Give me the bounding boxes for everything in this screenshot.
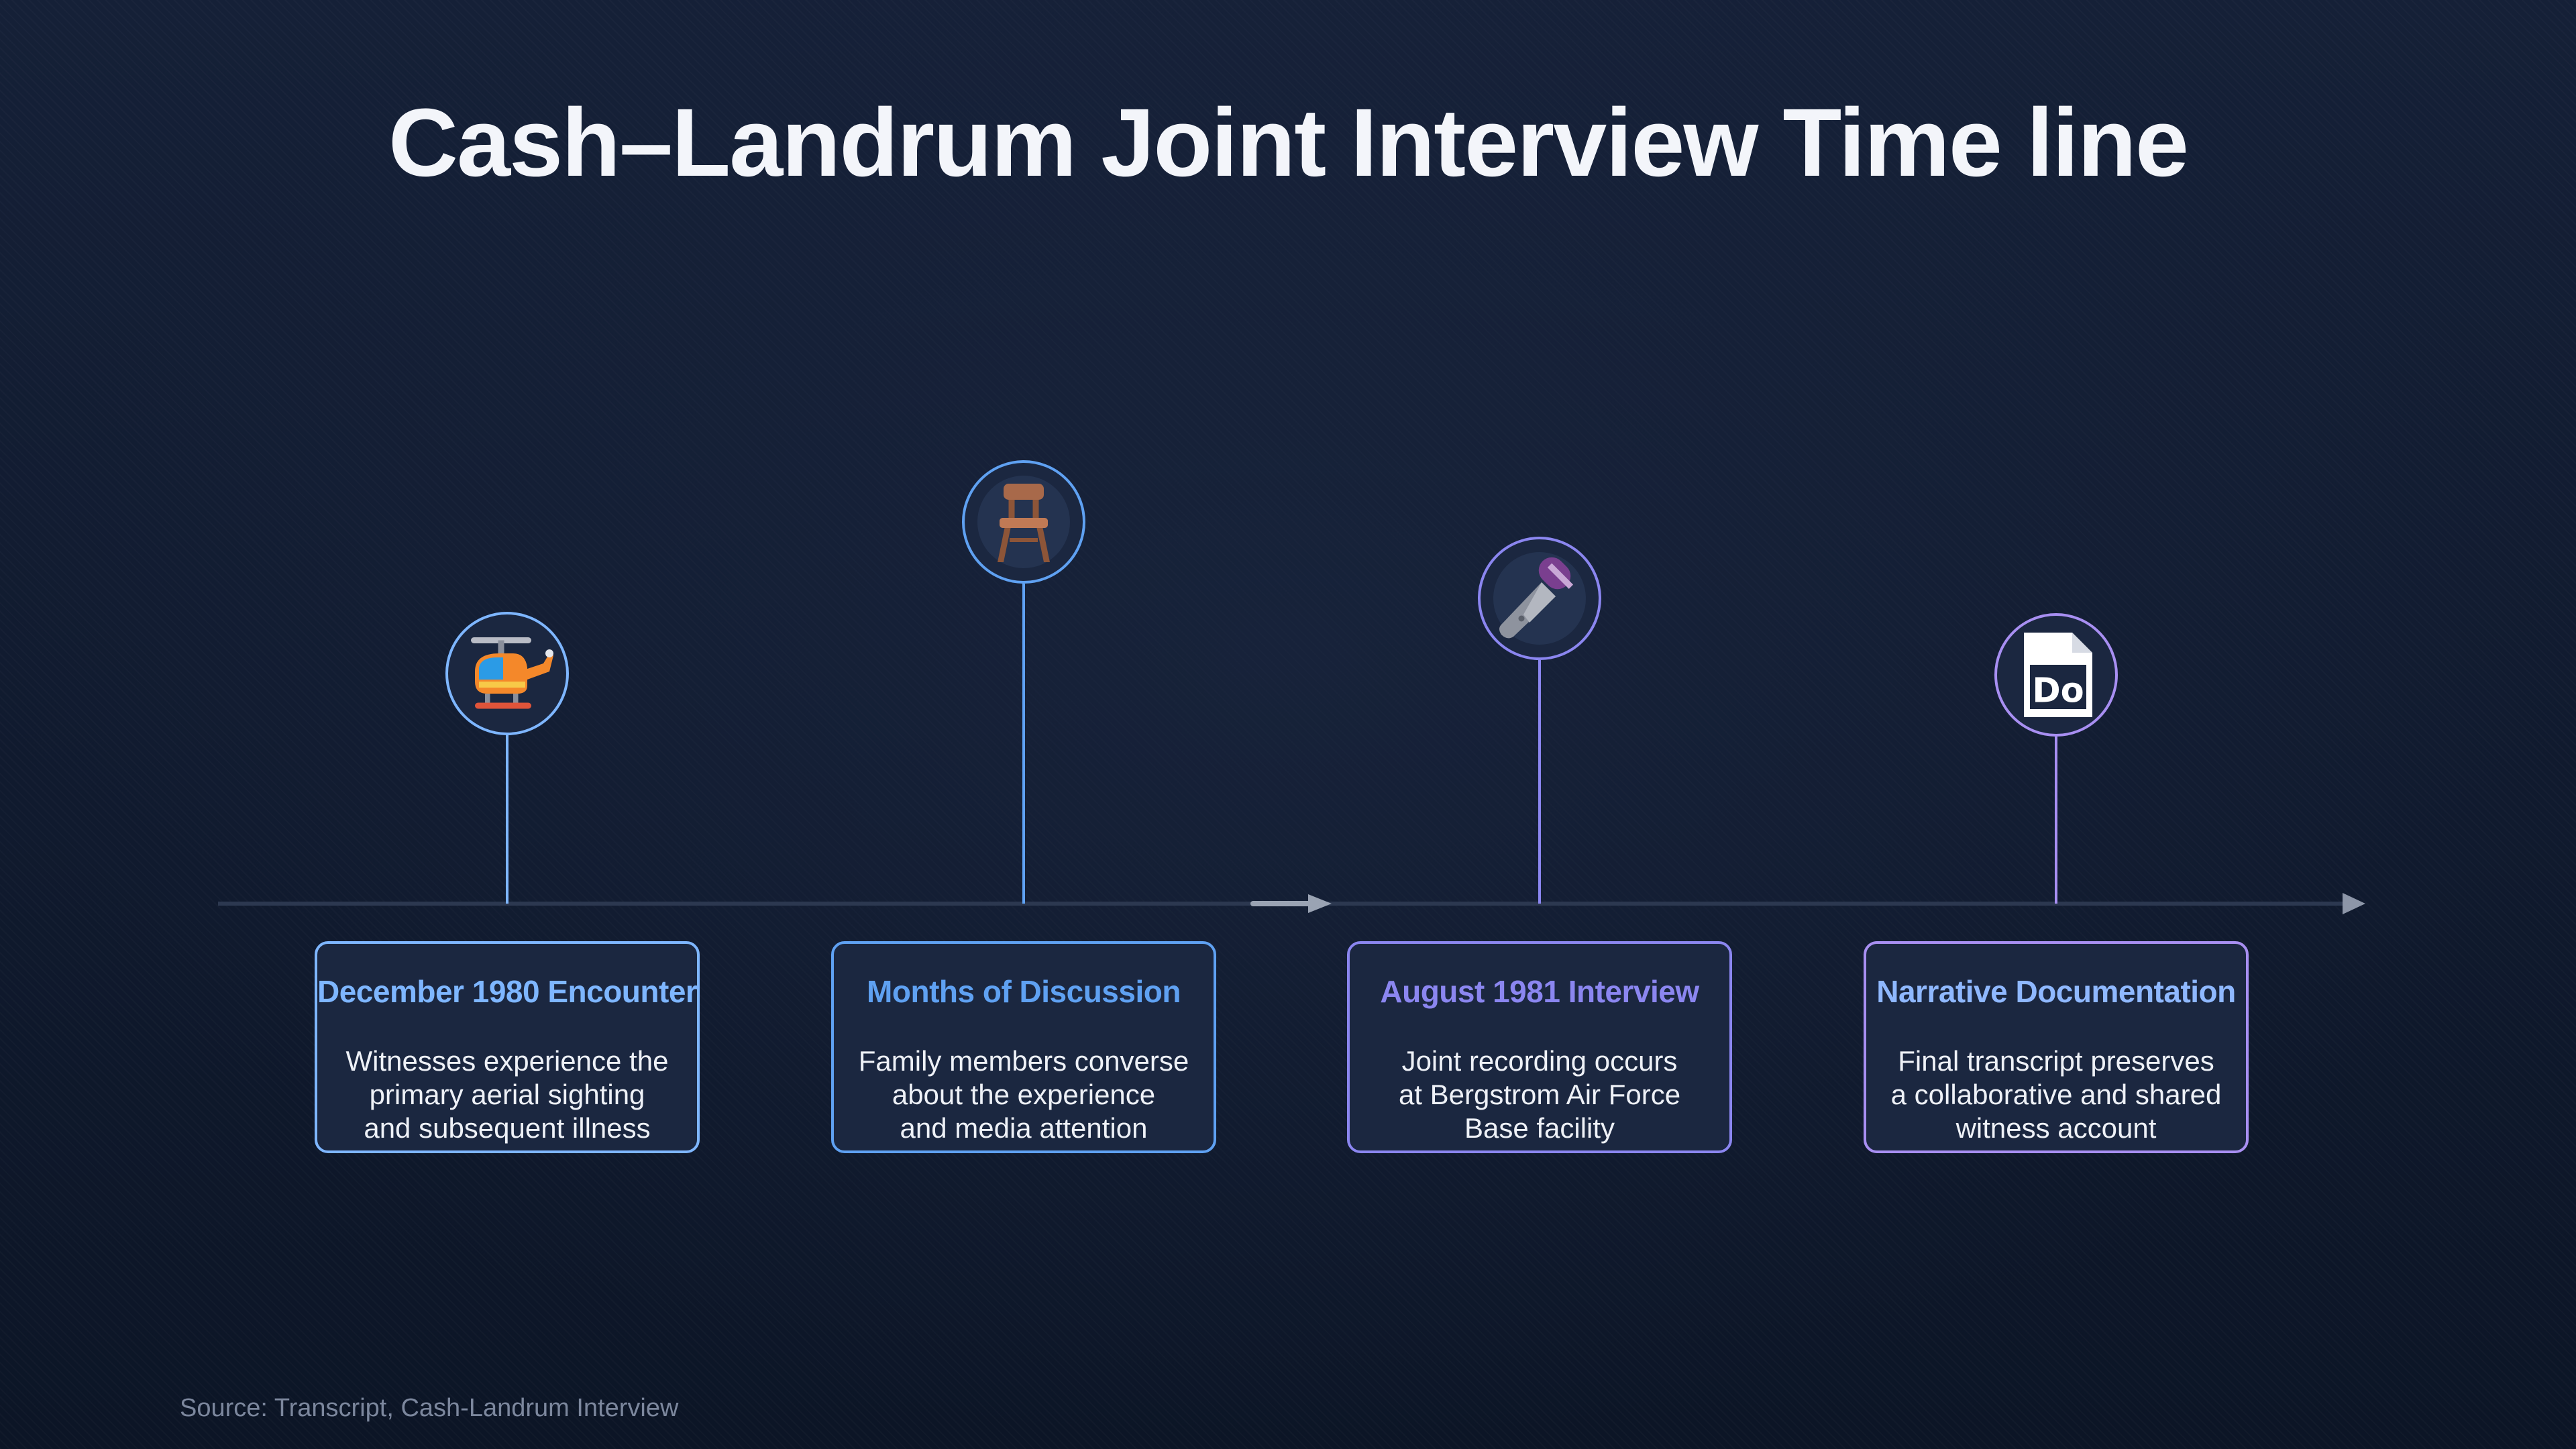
event-3-description: Joint recording occurs at Bergstrom Air … [1366, 1044, 1713, 1145]
document-icon: Do [2024, 633, 2092, 717]
event-2-description: Family members converse about the experi… [850, 1044, 1197, 1145]
event-4-description-line: witness account [1955, 1112, 2157, 1144]
event-2-description-line: and media attention [900, 1112, 1148, 1144]
event-1-title: December 1980 Encounter [317, 974, 698, 1009]
event-1-description: Witnesses experience the primary aerial … [333, 1044, 681, 1145]
event-3-description-line: Base facility [1464, 1112, 1615, 1144]
midpoint-arrow-head [1308, 894, 1332, 913]
event-4-title: Narrative Documentation [1876, 974, 2236, 1009]
event-3-description-line: at Bergstrom Air Force [1398, 1079, 1681, 1110]
source-caption: Source: Transcript, Cash-Landrum Intervi… [180, 1394, 679, 1422]
event-3-title: August 1981 Interview [1380, 974, 1699, 1009]
document-icon-label: Do [2032, 672, 2084, 711]
event-4-description: Final transcript preserves a collaborati… [1882, 1044, 2230, 1145]
event-card-december-1980: December 1980 Encounter Witnesses experi… [315, 941, 700, 1153]
event-card-narrative-documentation: Narrative Documentation Final transcript… [1864, 941, 2249, 1153]
event-1-description-line: Witnesses experience the [345, 1045, 669, 1077]
event-2-description-line: Family members converse [858, 1045, 1189, 1077]
page-title: Cash–Landrum Joint Interview Time line [388, 89, 2189, 197]
chair-icon [977, 476, 1070, 568]
event-2-title: Months of Discussion [867, 974, 1181, 1009]
event-card-august-1981: August 1981 Interview Joint recording oc… [1347, 941, 1732, 1153]
event-4-description-line: Final transcript preserves [1898, 1045, 2214, 1077]
event-2-description-line: about the experience [892, 1079, 1156, 1110]
event-card-months-of-discussion: Months of Discussion Family members conv… [831, 941, 1216, 1153]
helicopter-icon [471, 637, 553, 709]
event-4-description-line: a collaborative and shared [1890, 1079, 2222, 1110]
event-4-icon-badge: Do [1994, 613, 2118, 737]
event-1-description-line: primary aerial sighting [369, 1079, 645, 1110]
event-1-description-line: and subsequent illness [364, 1112, 651, 1144]
event-3-description-line: Joint recording occurs [1401, 1045, 1678, 1077]
microphone-icon [1493, 552, 1586, 645]
event-3-icon-badge [1478, 537, 1601, 660]
event-2-icon-badge [962, 460, 1085, 584]
timeline-end-arrow [2343, 893, 2365, 914]
event-1-icon-badge [445, 612, 569, 735]
